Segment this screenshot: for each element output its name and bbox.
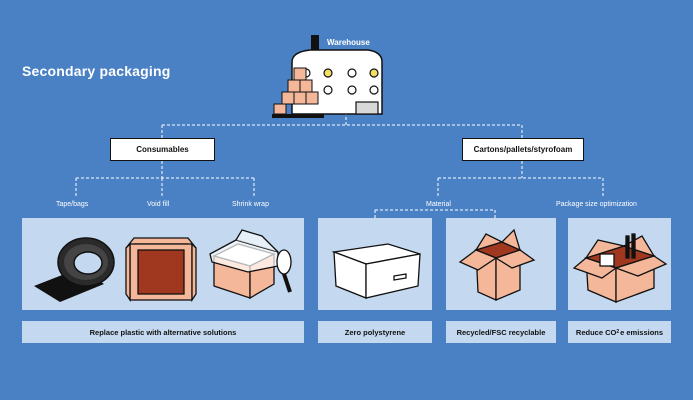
outcome-replace-plastic: Replace plastic with alternative solutio… bbox=[22, 321, 304, 343]
warehouse-label: Warehouse bbox=[327, 38, 370, 47]
outcome-recycled: Recycled/FSC recyclable bbox=[446, 321, 556, 343]
polystyrene-box-icon bbox=[331, 243, 421, 299]
optimized-box-icon bbox=[572, 233, 668, 303]
shrink-wrap-icon bbox=[209, 229, 292, 300]
outcome-zero-polystyrene: Zero polystyrene bbox=[318, 321, 432, 343]
reduce-text-subscript: 2 bbox=[616, 329, 620, 335]
label-material: Material bbox=[424, 201, 453, 208]
page-title: Secondary packaging bbox=[22, 63, 171, 79]
reduce-text-prefix: Reduce CO bbox=[575, 327, 617, 337]
reduce-text-suffix: e emissions bbox=[620, 327, 664, 337]
label-tape-bags: Tape/bags bbox=[56, 201, 89, 208]
consumables-node: Consumables bbox=[110, 138, 215, 161]
cartons-node: Cartons/pallets/styrofoam bbox=[462, 138, 584, 161]
warehouse-icon bbox=[272, 35, 383, 118]
label-shrink-wrap: Shrink wrap bbox=[232, 201, 269, 208]
recycled-box-icon bbox=[458, 228, 536, 302]
label-package-size: Package size optimization bbox=[556, 201, 637, 208]
label-void-fill: Void fill bbox=[147, 201, 170, 208]
tape-roll-icon bbox=[34, 237, 115, 302]
void-fill-box-icon bbox=[125, 237, 197, 303]
